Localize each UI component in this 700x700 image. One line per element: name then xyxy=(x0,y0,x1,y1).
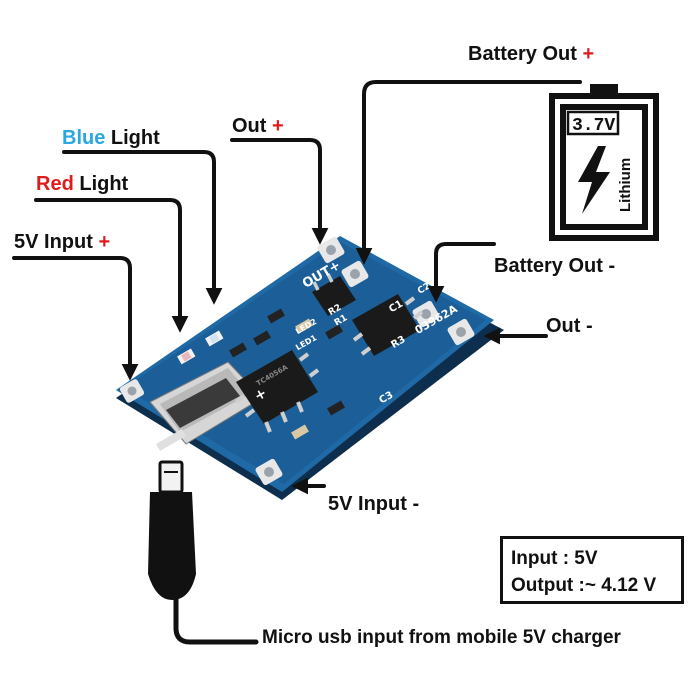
arrows xyxy=(12,80,582,495)
silk-out-minus: OUT- xyxy=(462,280,496,308)
minus-sign: - xyxy=(586,315,593,337)
pad-input-plus xyxy=(119,379,145,403)
label-text: Light xyxy=(73,173,129,195)
spec-input: Input : 5V xyxy=(511,548,598,569)
arrow-red-light xyxy=(34,198,189,333)
label-blue-light: Blue Light xyxy=(62,128,160,148)
pad-out-minus xyxy=(447,318,475,346)
label-text: Out xyxy=(546,315,581,337)
blue-word: Blue xyxy=(62,127,106,149)
label-out-plus: Out + xyxy=(232,116,284,136)
label-input-plus: 5V Input + xyxy=(14,232,110,252)
silk-b-plus: B+ xyxy=(375,223,401,246)
charger-board: TC4056A OUT+ xyxy=(116,223,504,500)
blue-led xyxy=(205,330,224,347)
label-text: Light xyxy=(105,127,160,149)
pad-b-plus xyxy=(341,260,369,288)
lightning-bolt-icon xyxy=(578,146,610,214)
minus-sign: - xyxy=(608,255,616,277)
label-text: Out xyxy=(232,115,267,137)
battery-voltage: 3.7V xyxy=(572,116,615,136)
mosfet xyxy=(312,273,356,316)
spec-box: Input : 5V Output :~ 4.12 V xyxy=(500,536,684,604)
plus-sign: + xyxy=(272,115,284,137)
label-text: 5V Input xyxy=(14,231,93,253)
label-text: 5V Input xyxy=(328,493,407,515)
plus-sign: + xyxy=(98,231,111,253)
label-text: Battery Out xyxy=(494,255,603,277)
label-input-minus: 5V Input - xyxy=(328,494,419,514)
plus-sign: + xyxy=(582,43,595,65)
spec-output: Output :~ 4.12 V xyxy=(511,575,657,596)
label-text: Battery Out xyxy=(468,43,577,65)
label-red-light: Red Light xyxy=(36,174,128,194)
battery-icon: 3.7V Lithium xyxy=(549,84,659,241)
arrow-battery-out-minus xyxy=(427,242,496,303)
red-led xyxy=(177,348,196,365)
label-battery-out-minus: Battery Out - xyxy=(494,256,615,276)
label-battery-out-plus: Battery Out + xyxy=(468,44,594,64)
battery-type: Lithium xyxy=(617,158,634,212)
silk-minus: - xyxy=(400,404,413,421)
protection-ic xyxy=(352,294,424,356)
red-word: Red xyxy=(36,173,74,195)
arrow-battery-out-plus xyxy=(355,80,582,265)
pad-b-minus xyxy=(412,300,440,328)
pad-input-minus xyxy=(255,458,283,486)
arrow-input-plus xyxy=(12,256,139,381)
arrow-out-plus xyxy=(230,138,329,245)
smd-components xyxy=(229,308,345,440)
label-micro-usb: Micro usb input from mobile 5V charger xyxy=(262,627,621,648)
arrow-blue-light xyxy=(62,150,223,305)
label-out-minus: Out - xyxy=(546,316,593,336)
usb-cable xyxy=(148,460,259,645)
charger-ic: TC4056A xyxy=(234,350,320,433)
usb-plug-body xyxy=(148,492,196,600)
minus-sign: - xyxy=(412,493,420,515)
